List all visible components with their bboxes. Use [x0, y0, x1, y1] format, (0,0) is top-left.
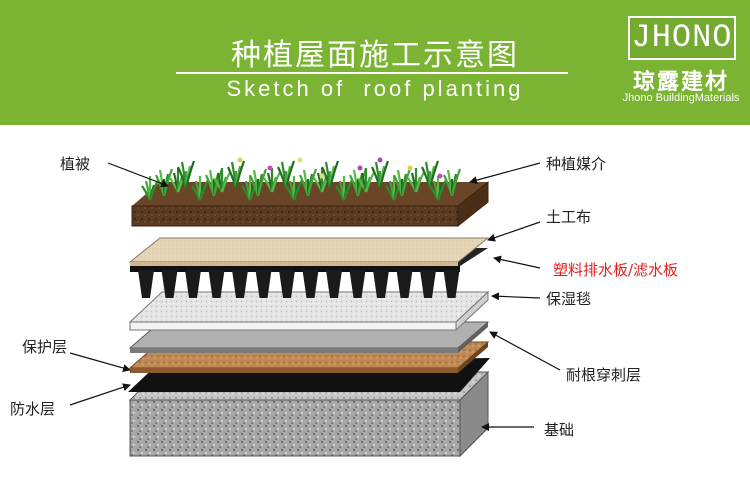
drainage-dimple: [443, 270, 460, 298]
drainage-dimples: [138, 270, 460, 298]
drainage-dimple: [420, 270, 436, 298]
label-geotextile: 土工布: [546, 208, 592, 226]
grass-blade: [328, 160, 340, 189]
drainage-dimple: [185, 270, 201, 298]
drainage-dimple: [255, 270, 272, 298]
grass-blade: [198, 179, 209, 201]
grass-blade: [400, 168, 412, 197]
drainage-dimple: [326, 270, 342, 298]
flower: [377, 157, 383, 163]
flower: [437, 173, 443, 179]
drainage-dimple: [232, 270, 248, 298]
grass-blade: [284, 160, 296, 189]
header-banner: 种植屋面施工示意图 Sketch of roof planting JHONO …: [0, 0, 750, 125]
arrow-moisture-blanket: [491, 292, 541, 301]
grass-blade: [234, 160, 246, 189]
title-english: Sketch of roof planting: [226, 76, 524, 101]
title-divider: [176, 72, 568, 74]
grass-blade: [270, 171, 281, 193]
arrow-protection-layer: [69, 352, 131, 372]
label-protection-layer: 保护层: [22, 338, 68, 356]
label-vegetation: 植被: [60, 155, 91, 173]
drainage-dimple: [279, 270, 295, 298]
label-root-barrier: 耐根穿刺层: [566, 366, 642, 384]
logo-brand-mark: JHONO: [631, 19, 733, 56]
grass-blade: [256, 168, 268, 197]
drainage-dimple: [349, 270, 366, 298]
label-arrows: [69, 162, 561, 431]
flower: [267, 165, 273, 171]
flower: [297, 157, 303, 163]
grass-blade: [364, 171, 375, 193]
arrow-vegetation: [107, 162, 169, 188]
flower: [407, 165, 413, 171]
label-waterproof-layer: 防水层: [10, 400, 56, 418]
arrow-drainage-board: [493, 255, 541, 269]
drainage-dimple: [396, 270, 413, 298]
label-foundation: 基础: [544, 421, 575, 439]
grass-blade: [184, 160, 196, 189]
vegetation-plants: [141, 157, 462, 201]
logo-name-chinese: 琼露建材: [632, 70, 729, 95]
drainage-dimple: [138, 270, 154, 298]
company-logo: JHONO 琼露建材 Jhono BuildingMaterials: [618, 12, 744, 112]
drainage-dimple: [161, 270, 178, 298]
flower: [357, 165, 363, 171]
flower: [319, 173, 325, 179]
grass-blade: [428, 160, 440, 189]
moisture-blanket-sheet: [128, 290, 490, 332]
grass-blade: [414, 171, 425, 193]
grass-blade: [436, 179, 447, 201]
label-planting-medium: 种植媒介: [546, 155, 607, 173]
logo-name-english: Jhono BuildingMaterials: [622, 92, 740, 104]
logo-frame: JHONO: [628, 16, 736, 60]
grass-blade: [450, 168, 462, 197]
flower: [237, 157, 243, 163]
arrow-planting-medium: [469, 162, 541, 185]
label-drainage-board: 塑料排水板/滤水板: [553, 261, 679, 279]
drainage-dimple: [302, 270, 319, 298]
arrow-root-barrier: [489, 331, 561, 371]
arrow-geotextile: [487, 221, 541, 242]
label-moisture-blanket: 保湿毯: [546, 290, 592, 308]
title-chinese: 种植屋面施工示意图: [231, 38, 519, 73]
grass-blade: [342, 179, 353, 201]
drainage-dimple: [373, 270, 389, 298]
arrow-waterproof-layer: [69, 383, 131, 406]
grass-blade: [378, 160, 390, 189]
grass-blade: [220, 171, 231, 193]
geotextile-sheet: [128, 237, 490, 266]
grass-blade: [306, 168, 318, 197]
drainage-dimple: [208, 270, 225, 298]
grass-blade: [292, 179, 303, 201]
